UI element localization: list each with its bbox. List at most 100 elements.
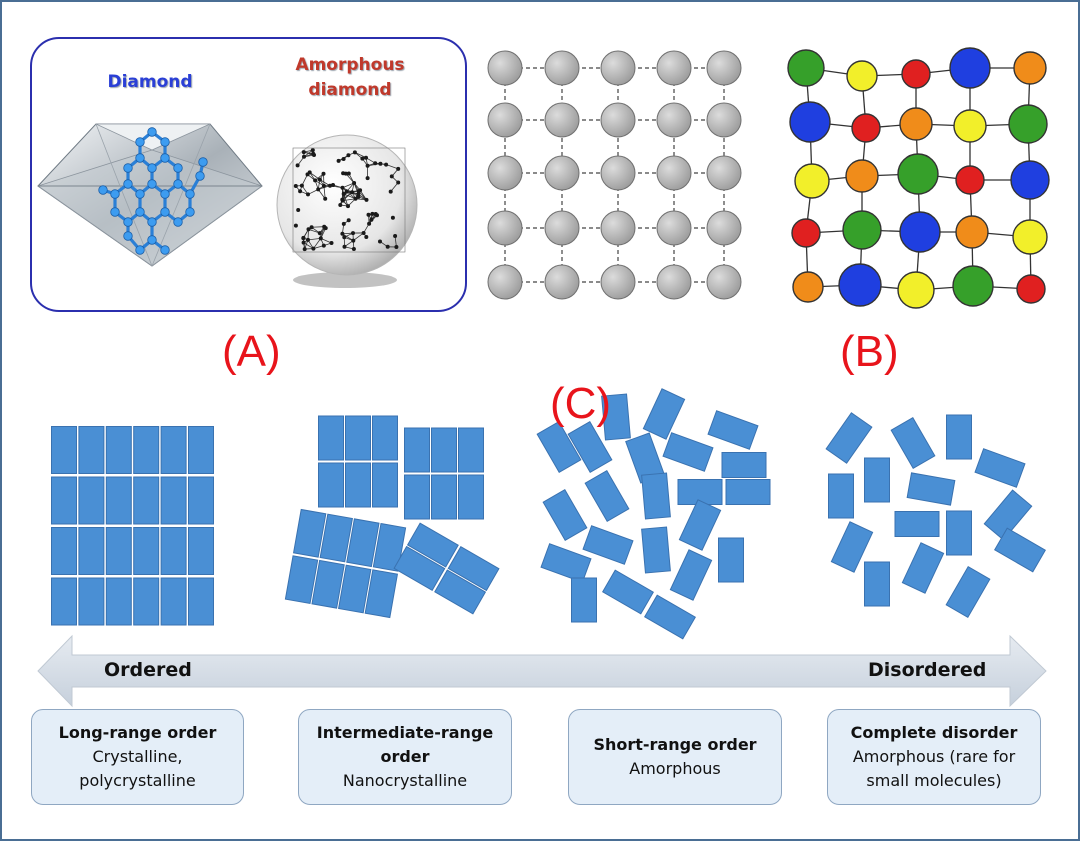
grey-atom bbox=[487, 264, 523, 300]
amorphous-atom bbox=[341, 157, 346, 161]
nanocrystal-block bbox=[458, 474, 484, 520]
grey-atom bbox=[487, 102, 523, 138]
disorder-block bbox=[946, 414, 972, 460]
grey-atom bbox=[487, 50, 523, 86]
amorphous-atom bbox=[311, 246, 316, 251]
color-atom bbox=[845, 159, 879, 193]
short-range-block bbox=[725, 479, 771, 505]
short-range-block bbox=[602, 569, 654, 615]
amorphous-atom bbox=[306, 227, 311, 232]
amorphous-atom bbox=[364, 235, 369, 239]
panel-label-a: (A) bbox=[222, 327, 281, 376]
amorphous-atom bbox=[295, 163, 300, 168]
amorphous-atom bbox=[373, 161, 378, 166]
amorphous-atom bbox=[351, 247, 356, 251]
ordered-atom-lattice bbox=[487, 50, 742, 300]
complete-disorder-box: Complete disorder Amorphous (rare for sm… bbox=[827, 709, 1041, 805]
disorder-block bbox=[906, 472, 956, 506]
nanocrystal-block bbox=[372, 462, 398, 508]
amorphous-atom bbox=[341, 221, 346, 226]
amorphous-atom bbox=[378, 161, 383, 166]
crystalline-block bbox=[105, 426, 132, 474]
amorphous-atom bbox=[340, 197, 345, 202]
diamond-atom bbox=[185, 207, 195, 217]
crystalline-block bbox=[105, 577, 132, 626]
amorphous-bond bbox=[385, 164, 399, 170]
amorphous-atom bbox=[370, 211, 375, 216]
nanocrystal-block bbox=[292, 508, 327, 558]
crystalline-block bbox=[133, 527, 160, 575]
diamond-atom bbox=[198, 157, 208, 167]
short-range-block bbox=[707, 410, 759, 450]
color-atom bbox=[842, 210, 882, 250]
crystalline-block bbox=[105, 476, 132, 525]
diamond-atom bbox=[110, 189, 120, 199]
nanocrystal-block bbox=[431, 427, 457, 473]
amorphous-bond bbox=[311, 226, 325, 228]
amorphous-atom bbox=[338, 203, 343, 207]
crystalline-block bbox=[51, 527, 77, 575]
diamond-atom bbox=[147, 235, 157, 245]
disorder-block bbox=[994, 527, 1046, 573]
crystalline-block bbox=[188, 527, 214, 575]
amorphous-atom bbox=[342, 244, 347, 249]
amorphous-bond bbox=[342, 182, 355, 189]
amorphous-atom bbox=[309, 225, 314, 230]
amorphous-atom bbox=[321, 183, 326, 188]
sphere-shadow bbox=[293, 272, 397, 288]
panel-label-b: (B) bbox=[840, 327, 899, 376]
diamond-atom bbox=[147, 127, 157, 137]
diamond-atom bbox=[123, 163, 133, 173]
crystalline-block bbox=[78, 476, 105, 525]
amorphous-atom bbox=[299, 183, 304, 188]
amorphous-atom bbox=[351, 238, 356, 243]
color-atom bbox=[953, 109, 987, 143]
nanocrystal-block bbox=[318, 462, 344, 508]
intermediate-range-order-subtitle: Nanocrystalline bbox=[342, 771, 468, 790]
grey-atom bbox=[656, 50, 692, 86]
disorder-block bbox=[901, 542, 945, 594]
diamond-label: Diamond bbox=[107, 72, 193, 92]
grey-atom bbox=[544, 50, 580, 86]
order-scale-arrow bbox=[37, 634, 1047, 708]
amorphous-atom bbox=[367, 221, 372, 226]
amorphous-diamond-label-line2: diamond bbox=[308, 80, 392, 100]
short-range-block bbox=[718, 537, 744, 583]
color-atom bbox=[897, 153, 939, 195]
amorphous-atom bbox=[360, 156, 365, 161]
diamond-atom bbox=[160, 245, 170, 255]
amorphous-atom bbox=[365, 176, 370, 181]
nanocrystal-block bbox=[372, 522, 407, 572]
diamond-molecular-lattice bbox=[98, 127, 208, 255]
intermediate-range-order-title-line2: order bbox=[380, 747, 430, 766]
short-range-block bbox=[571, 577, 597, 623]
short-range-block bbox=[641, 472, 671, 520]
disorder-block bbox=[825, 412, 873, 464]
disorder-block bbox=[864, 457, 890, 503]
diamond-atom bbox=[135, 189, 145, 199]
diamond-atom bbox=[195, 171, 205, 181]
disorder-block bbox=[945, 566, 991, 618]
color-atom bbox=[1008, 104, 1048, 144]
crystalline-block bbox=[51, 426, 77, 474]
amorphous-bond bbox=[342, 198, 356, 202]
short-range-block bbox=[601, 393, 631, 441]
grey-atom bbox=[656, 210, 692, 246]
disorder-block bbox=[828, 473, 854, 519]
long-range-order-subtitle-line2: polycrystalline bbox=[79, 771, 196, 790]
crystalline-block bbox=[160, 577, 187, 626]
color-atom bbox=[846, 60, 878, 92]
amorphous-atom bbox=[336, 158, 341, 163]
short-range-order-subtitle: Amorphous bbox=[629, 759, 721, 778]
amorphous-atom bbox=[340, 231, 345, 236]
grey-atom bbox=[706, 102, 742, 138]
crystalline-block bbox=[78, 577, 105, 626]
amorphous-bond bbox=[323, 185, 326, 199]
diamond-atom bbox=[147, 179, 157, 189]
amorphous-diamond-label-line1: Amorphous bbox=[295, 55, 405, 75]
diamond-atom bbox=[135, 153, 145, 163]
short-range-order-title: Short-range order bbox=[593, 735, 757, 754]
amorphous-atom bbox=[364, 197, 369, 202]
